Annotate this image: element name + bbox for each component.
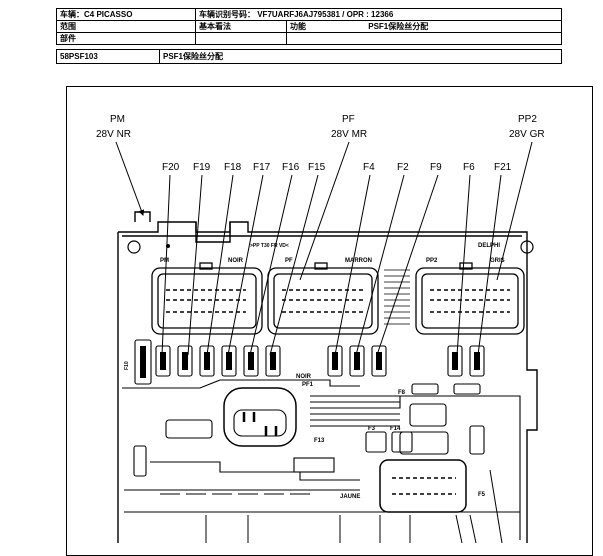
- fuse-f10: [134, 339, 152, 385]
- callout-f19: F19: [193, 162, 211, 173]
- callout-pf: PF: [342, 114, 355, 125]
- function-label: 功能: [290, 22, 306, 31]
- callout-f2: F2: [397, 162, 409, 173]
- board-pp2: PP2: [426, 258, 438, 264]
- housing-outline: [117, 211, 538, 543]
- board-gris: GRIS: [490, 258, 505, 264]
- board-f5: F5: [478, 492, 486, 498]
- board-noir: NOIR: [228, 258, 244, 264]
- callout-f17: F17: [253, 162, 271, 173]
- board-f14: F14: [390, 426, 401, 432]
- connector-pins: [166, 289, 510, 313]
- board-f8: F8: [398, 390, 406, 396]
- callout-f4: F4: [363, 162, 375, 173]
- callout-pm-sub: 28V NR: [96, 129, 131, 140]
- header-table: 车辆：C4 PICASSO 车辆识别号码： VF7UARFJ6AJ795381 …: [56, 8, 562, 45]
- callout-pm: PM: [110, 114, 125, 125]
- function-value: PSF1保险丝分配: [368, 22, 429, 31]
- doc-title: PSF1保险丝分配: [159, 49, 562, 64]
- doc-title-table: 58PSF103 PSF1保险丝分配: [56, 49, 562, 64]
- board-f3: F3: [368, 426, 376, 432]
- lower-section: [122, 379, 520, 513]
- vent-slots: [384, 269, 410, 325]
- board-pf: PF: [285, 258, 293, 264]
- callout-f9: F9: [430, 162, 442, 173]
- connector-pf: [267, 267, 379, 335]
- function-cell: 功能 PSF1保险丝分配: [286, 20, 562, 33]
- fuse-box-diagram: PM 28V NR PF 28V MR PP2 28V GR F20 F19 F…: [96, 114, 545, 543]
- board-brand: >PP T30 FR VD<: [250, 243, 289, 249]
- connector-jaune: [379, 459, 467, 513]
- leader-lines: [115, 141, 533, 356]
- board-noir-pf1: NOIR: [296, 374, 312, 380]
- bottom-leaders: [205, 469, 503, 543]
- connectors: [151, 262, 525, 335]
- board-f10: F10: [124, 361, 130, 370]
- fuse-row: [134, 339, 485, 385]
- callout-pp2-sub: 28V GR: [509, 129, 545, 140]
- lower-right: [364, 383, 521, 540]
- connector-pp2: [415, 267, 525, 335]
- callout-f20: F20: [162, 162, 180, 173]
- board-f13: F13: [314, 438, 325, 444]
- callout-pp2: PP2: [518, 114, 537, 125]
- callout-f16: F16: [282, 162, 300, 173]
- board-pm: PM: [160, 258, 169, 264]
- callout-f15: F15: [308, 162, 326, 173]
- callout-f6: F6: [463, 162, 475, 173]
- board-marron: MARRON: [345, 258, 372, 264]
- callout-pf-sub: 28V MR: [331, 129, 367, 140]
- board-pf1: PF1: [302, 382, 314, 388]
- board-jaune: JAUNE: [340, 494, 360, 500]
- callout-f21: F21: [494, 162, 512, 173]
- connector-pm: [151, 267, 263, 335]
- board-delphi: DELPHI: [478, 243, 500, 249]
- callout-f18: F18: [224, 162, 242, 173]
- relay-socket: [223, 387, 297, 447]
- fuse-terminals: [140, 346, 480, 378]
